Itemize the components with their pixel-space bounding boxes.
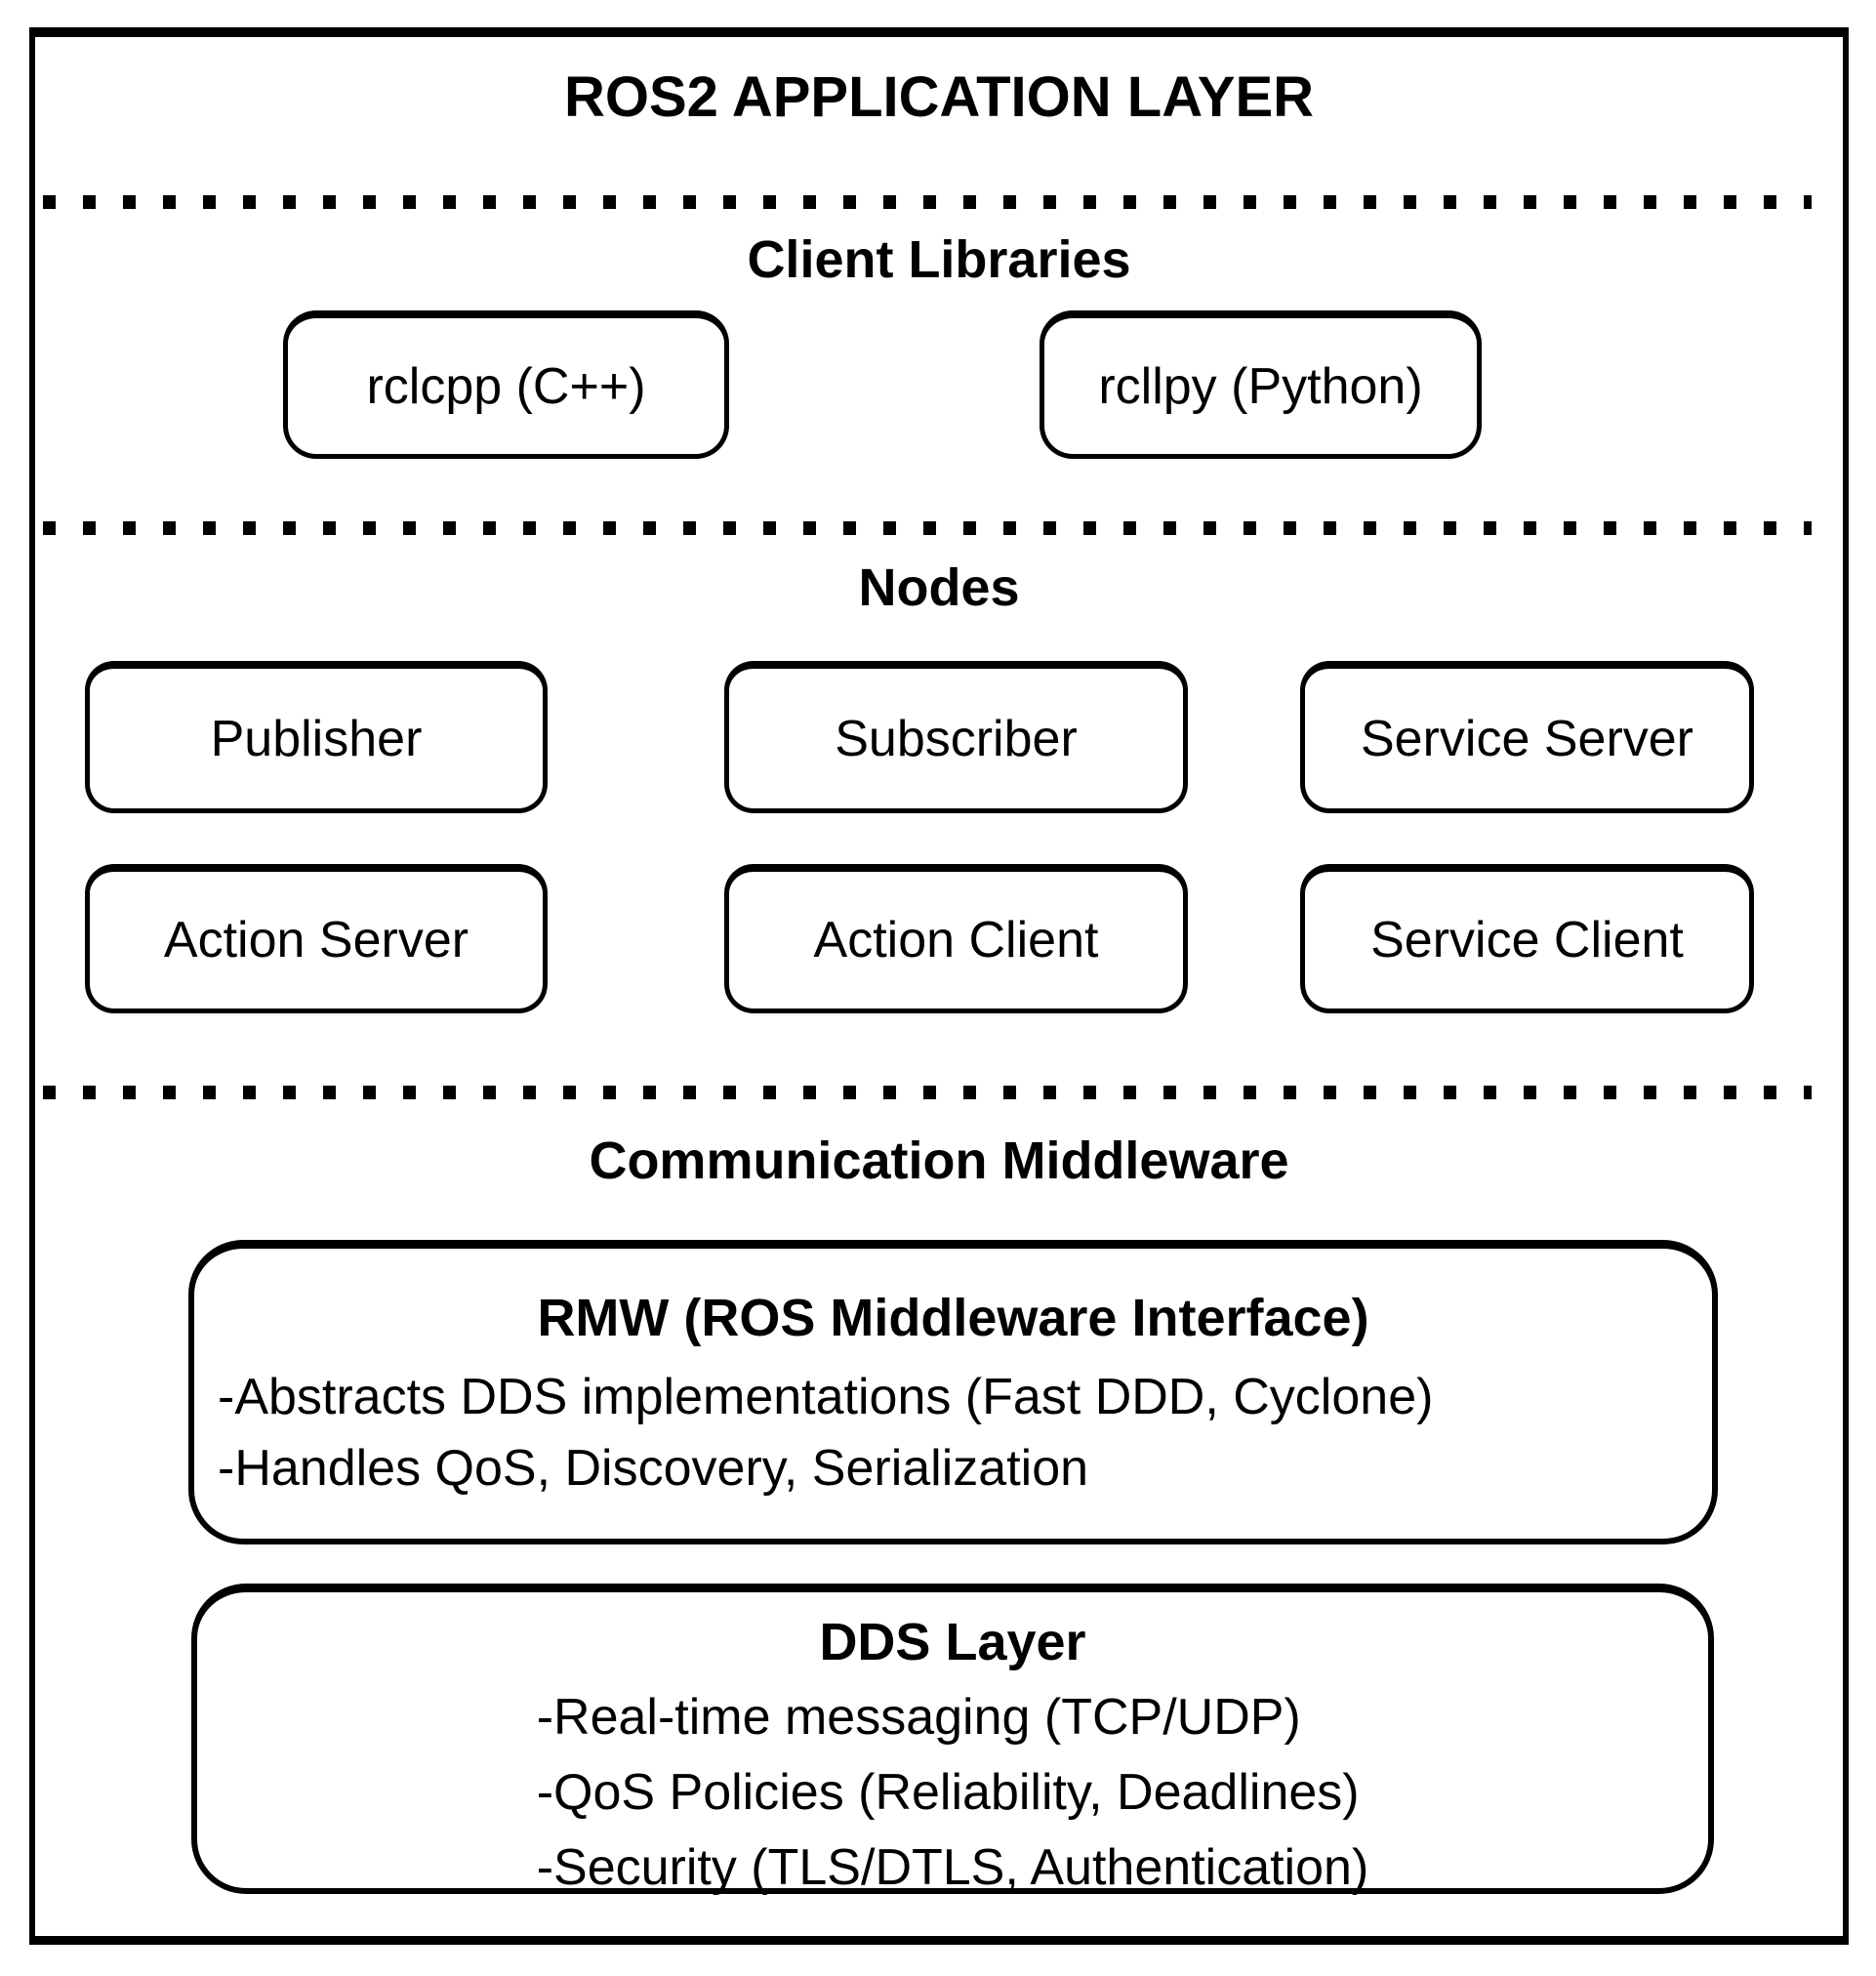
box-action-client-label: Action Client <box>813 912 1099 968</box>
rmw-bullet-list: -Abstracts DDS implementations (Fast DDD… <box>194 1362 1712 1504</box>
dotted-divider-3 <box>43 1086 1812 1099</box>
box-action-client: Action Client <box>724 864 1188 1013</box>
dds-box: DDS Layer -Real-time messaging (TCP/UDP)… <box>191 1584 1714 1896</box>
communication-middleware-heading: Communication Middleware <box>589 1132 1289 1190</box>
dotted-divider-2 <box>43 521 1812 535</box>
box-rclpy: rcllpy (Python) <box>1040 310 1482 459</box>
box-action-server-label: Action Server <box>163 912 469 968</box>
box-service-server-label: Service Server <box>1361 710 1693 767</box>
box-publisher-label: Publisher <box>210 710 423 767</box>
box-subscriber-label: Subscriber <box>835 710 1078 767</box>
diagram-frame: ROS2 APPLICATION LAYER Client Libraries … <box>29 27 1849 1945</box>
rmw-box-title: RMW (ROS Middleware Interface) <box>537 1289 1369 1347</box>
box-service-client-label: Service Client <box>1370 912 1684 968</box>
rmw-bullet: -Abstracts DDS implementations (Fast DDD… <box>218 1369 1434 1425</box>
dotted-divider-1 <box>43 195 1812 209</box>
nodes-heading: Nodes <box>858 558 1020 617</box>
box-rclcpp-label: rclcpp (C++) <box>366 357 646 415</box>
dds-bullet: -Security (TLS/DTLS, Authentication) <box>536 1839 1369 1896</box>
box-publisher: Publisher <box>85 661 548 813</box>
client-libraries-heading: Client Libraries <box>747 230 1131 289</box>
dds-bullet-list: -Real-time messaging (TCP/UDP) -QoS Poli… <box>537 1680 1369 1906</box>
dds-box-title: DDS Layer <box>819 1613 1086 1671</box>
box-action-server: Action Server <box>85 864 548 1013</box>
box-rclcpp: rclcpp (C++) <box>283 310 729 459</box>
rmw-bullet: -Handles QoS, Discovery, Serialization <box>218 1440 1089 1497</box>
box-rclpy-label: rcllpy (Python) <box>1098 357 1423 415</box>
box-service-server: Service Server <box>1300 661 1754 813</box>
dds-bullet: -QoS Policies (Reliability, Deadlines) <box>536 1764 1360 1821</box>
page-title: ROS2 APPLICATION LAYER <box>563 65 1315 129</box>
dds-bullet: -Real-time messaging (TCP/UDP) <box>536 1689 1301 1746</box>
box-service-client: Service Client <box>1300 864 1754 1013</box>
box-subscriber: Subscriber <box>724 661 1188 813</box>
rmw-box: RMW (ROS Middleware Interface) -Abstract… <box>188 1240 1718 1544</box>
